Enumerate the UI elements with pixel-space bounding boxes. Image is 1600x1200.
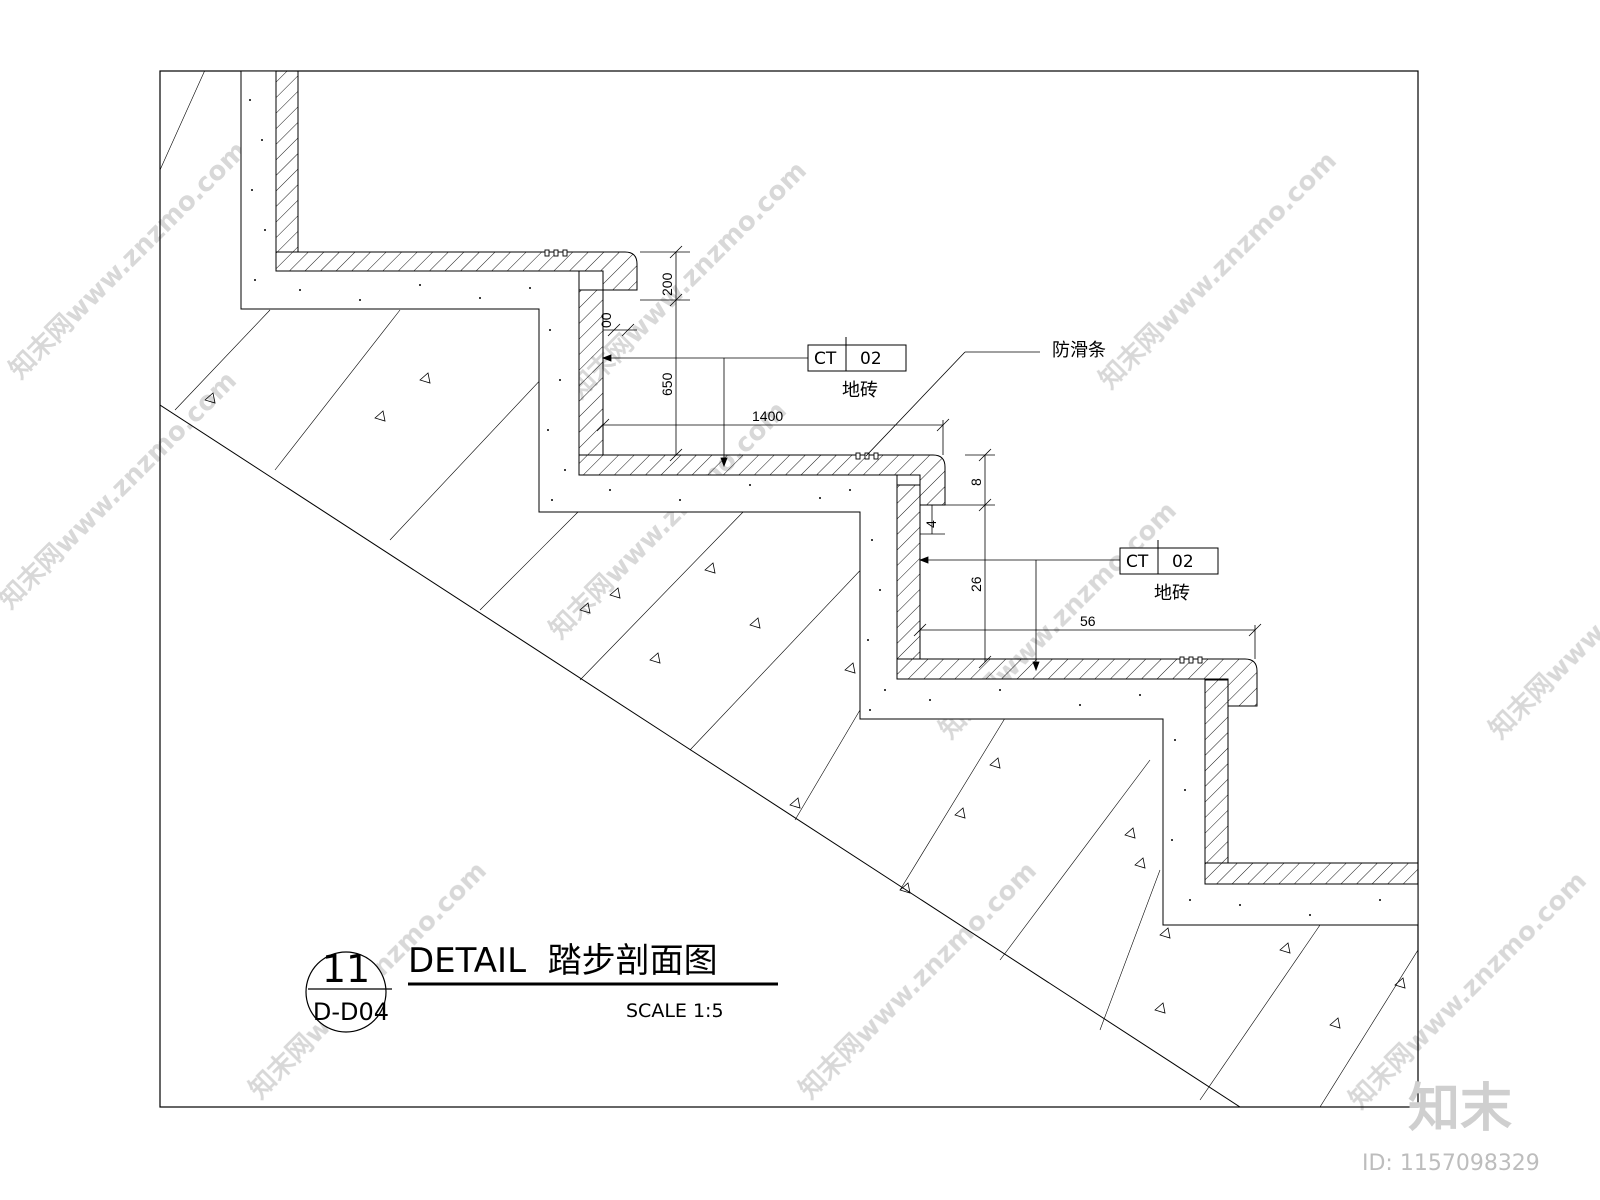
drawing-frame	[159, 70, 1419, 1108]
material-tag: CT 02 地砖	[1119, 540, 1219, 604]
dim-200: 200	[659, 272, 675, 296]
tag-code-b: 02	[860, 349, 882, 369]
anti-slip-grooves	[544, 249, 1203, 664]
dim-00: 00	[598, 312, 614, 328]
detail-title: DETAIL 踏步剖面图	[408, 941, 718, 981]
tag-code-b: 02	[1172, 552, 1194, 572]
slab-soffit-line	[160, 404, 1241, 1107]
tag-caption: 地砖	[1154, 583, 1190, 604]
dim-1400: 1400	[752, 408, 783, 424]
aggregate-marks	[204, 372, 1406, 1029]
tile-finish	[275, 71, 1418, 885]
mortar-bed	[240, 71, 1418, 926]
dimension-lines	[596, 245, 1262, 669]
dim-56: 56	[1080, 613, 1096, 629]
slab-lines	[160, 71, 1418, 1107]
watermark-text: 知末网www.znzmo.com	[0, 366, 243, 615]
title-block: 11 D-D04 DETAIL 踏步剖面图 SCALE 1:5	[305, 941, 778, 1033]
watermark-layer: 知末网www.znzmo.com 知末网www.znzmo.com 知末网www…	[0, 136, 1600, 1115]
watermark-logo: 知末	[1408, 1079, 1512, 1139]
scale-label: SCALE 1:5	[626, 1000, 724, 1022]
dim-650: 650	[659, 372, 675, 396]
watermark-text: 知末网www.znzmo.com	[794, 856, 1043, 1105]
sheet-reference: D-D04	[313, 998, 389, 1026]
watermark-text: 知末网www.znzmo.com	[1094, 146, 1343, 395]
watermark-text: 知末网www.znzmo.com	[1484, 496, 1600, 745]
dim-26: 26	[968, 576, 984, 592]
tag-code-a: CT	[1126, 552, 1149, 572]
tag-caption: 地砖	[842, 380, 878, 401]
image-id-label: ID: 1157098329	[1362, 1151, 1540, 1176]
leader-lines	[601, 351, 1120, 672]
watermark-text: 知末网www.znzmo.com	[4, 136, 253, 385]
dim-8: 8	[968, 478, 984, 486]
detail-number: 11	[322, 947, 370, 991]
mortar-speckle	[249, 99, 1381, 916]
material-tag: CT 02 地砖	[807, 337, 907, 401]
dim-4: 4	[923, 520, 939, 528]
anti-slip-callout: 防滑条	[1052, 340, 1106, 361]
tag-code-a: CT	[814, 349, 837, 369]
